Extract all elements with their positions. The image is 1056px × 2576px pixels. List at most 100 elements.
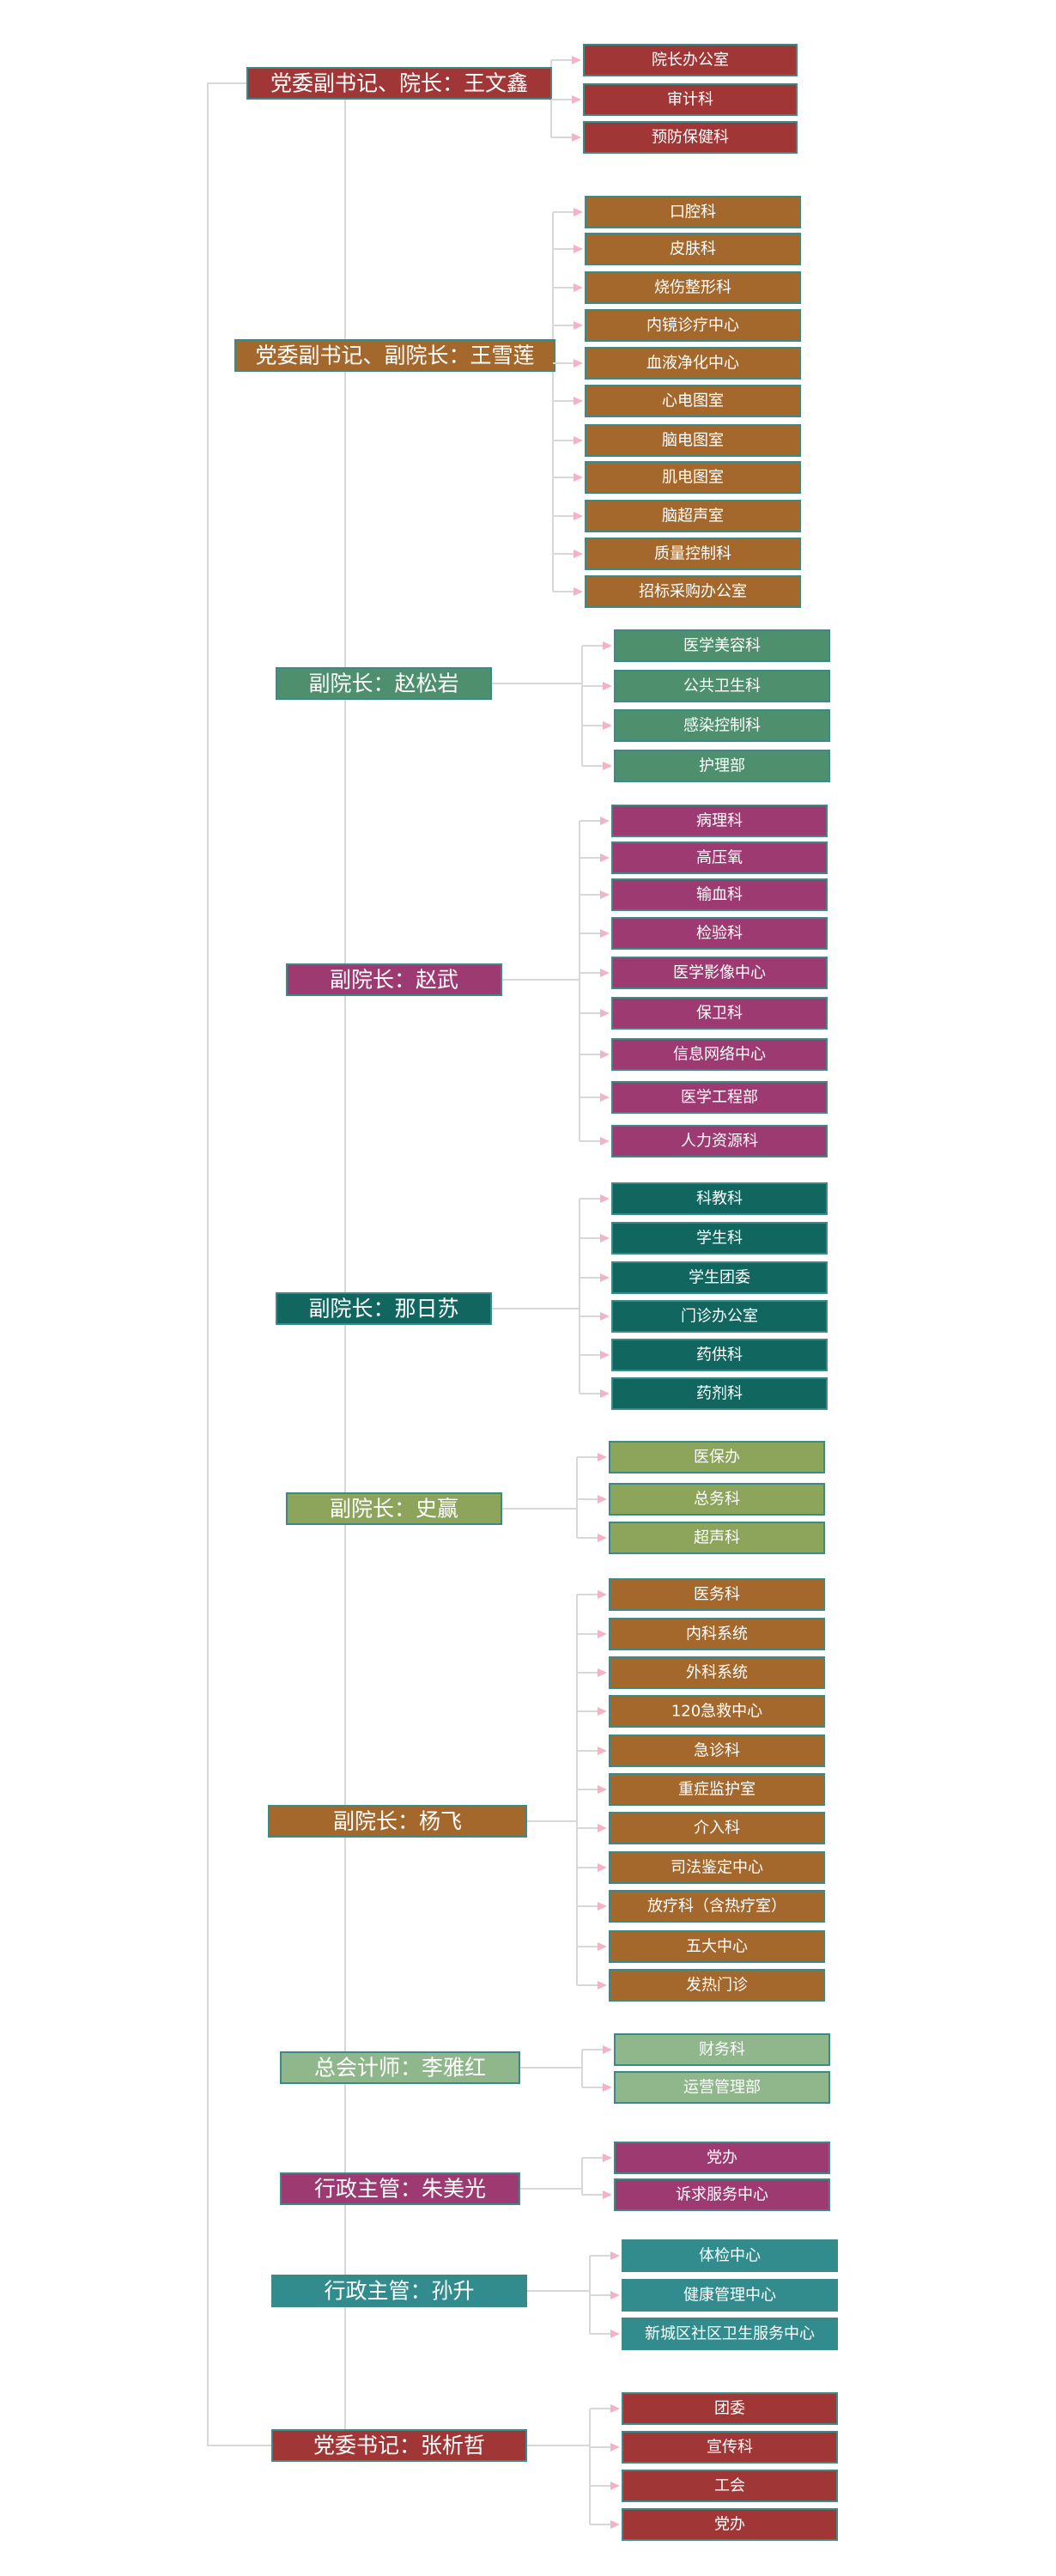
dept-label: 心电图室	[662, 392, 724, 410]
dept-box-bg	[585, 196, 801, 228]
dept-box: 审计科	[583, 83, 798, 116]
dept-box-bg	[611, 805, 828, 837]
dept-label: 财务科	[699, 2041, 745, 2059]
org-group: 副院长：赵武病理科高压氧输血科检验科医学影像中心保卫科信息网络中心医学工程部人力…	[286, 805, 828, 1157]
dept-box-bg	[611, 1222, 828, 1255]
dept-label: 院长办公室	[652, 52, 729, 70]
dept-label: 司法鉴定中心	[671, 1859, 763, 1877]
dept-box-bg	[622, 2431, 838, 2464]
dept-label: 口腔科	[670, 204, 716, 222]
dept-box-bg	[622, 2239, 838, 2272]
dept-box-bg	[611, 957, 828, 989]
dept-box-bg	[622, 2470, 838, 2502]
dept-box: 健康管理中心	[622, 2279, 838, 2312]
dept-box: 党办	[614, 2142, 830, 2174]
arrow-icon	[610, 2404, 620, 2413]
dept-box: 运营管理部	[614, 2071, 830, 2104]
leader-box: 副院长：赵武	[286, 963, 502, 996]
dept-box: 医学工程部	[611, 1081, 828, 1114]
dept-box: 病理科	[611, 805, 828, 837]
arrow-icon	[600, 854, 610, 862]
arrow-icon	[572, 95, 581, 104]
arrow-icon	[574, 550, 583, 558]
dept-box-bg	[622, 2279, 838, 2312]
dept-box-bg	[609, 1618, 825, 1650]
arrow-icon	[574, 473, 583, 482]
dept-label: 信息网络中心	[673, 1046, 766, 1064]
leader-box: 行政主管：朱美光	[280, 2172, 520, 2205]
dept-box-bg	[611, 1081, 828, 1114]
leader-label: 副院长：赵武	[330, 968, 458, 993]
arrow-icon	[603, 2083, 612, 2092]
leader-label: 副院长：杨飞	[333, 1809, 462, 1834]
arrow-icon	[598, 1785, 607, 1794]
dept-box: 放疗科（含热疗室）	[609, 1890, 825, 1923]
dept-box: 总务科	[609, 1483, 825, 1516]
dept-box-bg	[609, 1851, 825, 1884]
leader-box: 副院长：那日苏	[276, 1292, 492, 1325]
dept-label: 重症监护室	[678, 1781, 756, 1799]
arrow-icon	[600, 890, 610, 899]
arrow-icon	[603, 2190, 612, 2199]
dept-box: 医保办	[609, 1441, 825, 1473]
dept-box-bg	[609, 1890, 825, 1923]
arrow-icon	[610, 2482, 620, 2490]
arrow-icon	[598, 1902, 607, 1911]
dept-label: 运营管理部	[683, 2079, 761, 2097]
dept-box: 学生团委	[611, 1261, 828, 1294]
dept-label: 学生团委	[689, 1269, 750, 1287]
dept-label: 公共卫生科	[683, 677, 761, 696]
leader-box-bg	[268, 1805, 527, 1838]
arrow-icon	[598, 1453, 607, 1461]
dept-box: 输血科	[611, 878, 828, 911]
arrow-icon	[600, 969, 610, 977]
dept-box: 信息网络中心	[611, 1038, 828, 1071]
leader-label: 副院长：那日苏	[308, 1297, 458, 1321]
dept-label: 外科系统	[686, 1664, 748, 1682]
dept-box-bg	[585, 385, 801, 417]
dept-label: 审计科	[667, 91, 713, 109]
dept-label: 医学美容科	[683, 637, 761, 655]
dept-box-bg	[583, 44, 798, 76]
dept-box: 新城区社区卫生服务中心	[622, 2318, 838, 2350]
dept-box: 质量控制科	[585, 538, 801, 570]
dept-label: 检验科	[696, 925, 743, 943]
leader-box-bg	[271, 2429, 527, 2462]
dept-label: 护理部	[699, 757, 745, 775]
arrow-icon	[600, 929, 610, 938]
dept-box: 肌电图室	[585, 461, 801, 494]
leader-box-bg	[276, 667, 492, 700]
arrow-icon	[574, 245, 583, 253]
dept-label: 质量控制科	[654, 545, 731, 563]
arrow-icon	[598, 1590, 607, 1599]
dept-label: 脑超声室	[662, 507, 724, 526]
dept-box-bg	[585, 347, 801, 380]
dept-label: 介入科	[694, 1820, 740, 1838]
dept-box-bg	[614, 2142, 830, 2174]
dept-box-bg	[609, 1441, 825, 1473]
dept-box: 团委	[622, 2392, 838, 2425]
dept-box: 医学影像中心	[611, 957, 828, 989]
dept-box: 血液净化中心	[585, 347, 801, 380]
leader-box: 党委书记：张析哲	[271, 2429, 527, 2462]
dept-label: 学生科	[696, 1230, 743, 1248]
dept-box: 口腔科	[585, 196, 801, 228]
leader-box-bg	[276, 1292, 492, 1325]
dept-box-bg	[609, 1695, 825, 1728]
dept-label: 党办	[707, 2149, 737, 2167]
arrow-icon	[598, 1942, 607, 1951]
arrow-icon	[610, 2443, 620, 2451]
dept-box: 检验科	[611, 917, 828, 950]
dept-box-bg	[609, 1930, 825, 1963]
leader-label: 行政主管：朱美光	[314, 2177, 486, 2202]
arrow-icon	[598, 1747, 607, 1755]
dept-box-bg	[614, 2071, 830, 2104]
arrow-icon	[600, 1389, 610, 1398]
dept-box-bg	[609, 1812, 825, 1844]
dept-label: 保卫科	[696, 1005, 743, 1023]
arrow-icon	[598, 1495, 607, 1504]
dept-box-bg	[585, 271, 801, 304]
